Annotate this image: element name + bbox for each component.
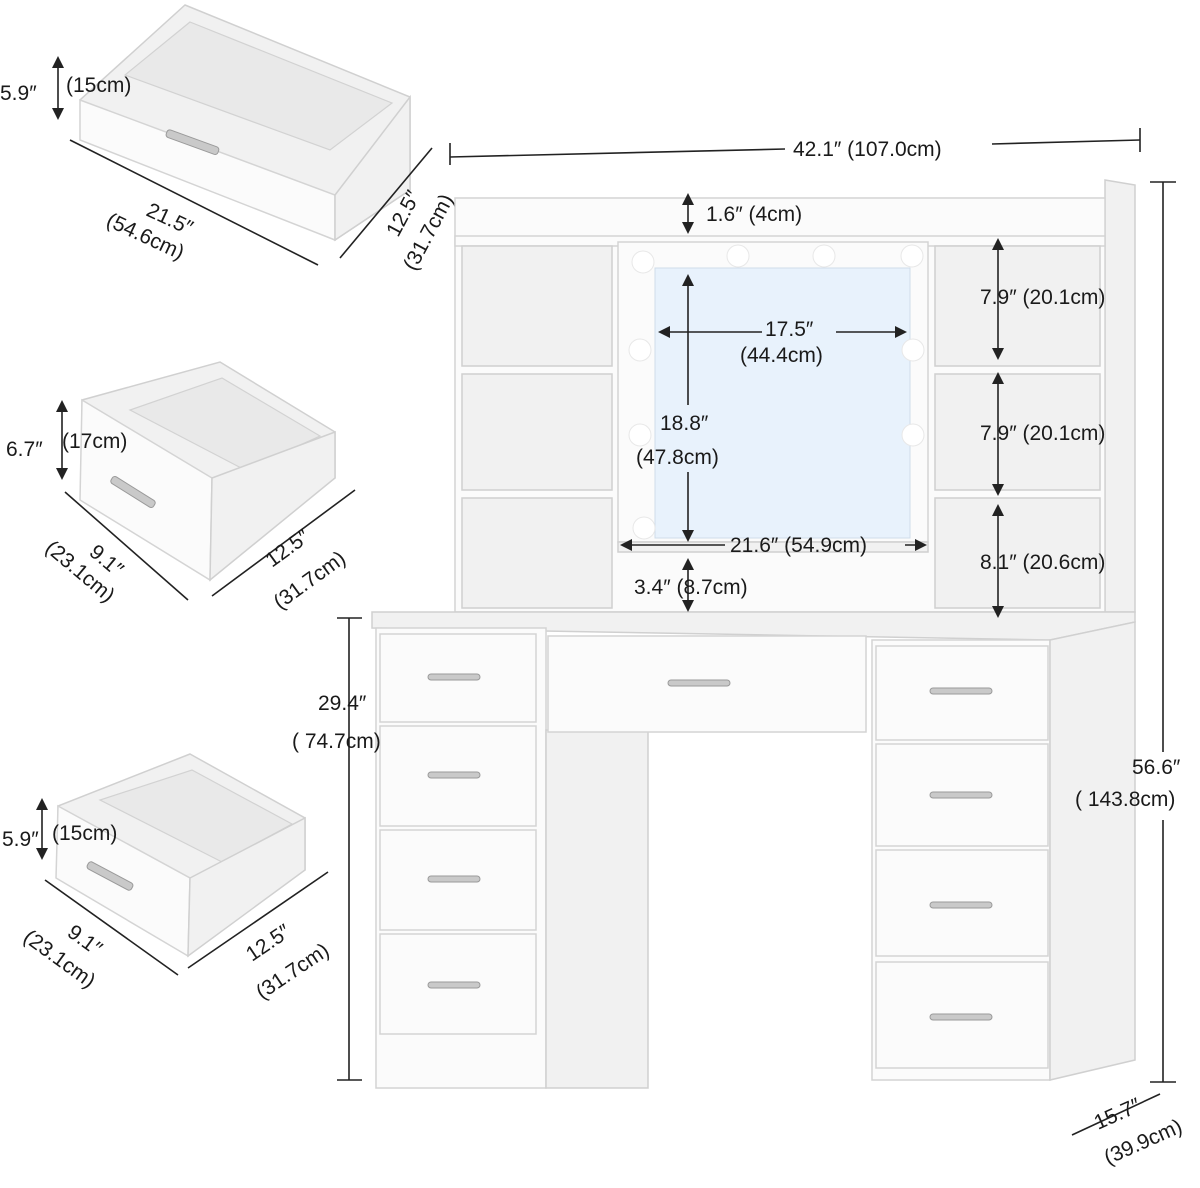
arrowhead bbox=[992, 484, 1004, 496]
arrowhead bbox=[992, 504, 1004, 516]
drawer-handle bbox=[929, 901, 993, 909]
arrowhead bbox=[52, 108, 64, 120]
arrowhead bbox=[682, 193, 694, 205]
drawer-small-side bbox=[187, 816, 306, 958]
dim-line bbox=[44, 879, 179, 976]
top-gap-label: 1.6″ (4cm) bbox=[706, 203, 802, 226]
drawer-small bbox=[55, 753, 306, 958]
arrowhead bbox=[992, 606, 1004, 618]
drawer-large bbox=[79, 4, 411, 242]
drawer-handle bbox=[929, 687, 993, 695]
mirror-bottom-gap-label: 3.4″ (8.7cm) bbox=[634, 576, 748, 599]
arrowhead bbox=[682, 274, 694, 286]
arrowhead bbox=[992, 372, 1004, 384]
drawer-small-handle bbox=[86, 861, 134, 891]
left-shelf-2 bbox=[461, 373, 613, 491]
dim-line bbox=[69, 139, 319, 266]
drawer-handle bbox=[427, 771, 481, 779]
bulb bbox=[726, 244, 750, 268]
arrowhead bbox=[682, 530, 694, 542]
overall-width-label: 42.1″ (107.0cm) bbox=[793, 138, 942, 161]
drawer-large-inside bbox=[123, 21, 394, 151]
left-shelf-3 bbox=[461, 497, 613, 609]
drawer-large-height-cm: (15cm) bbox=[66, 74, 131, 97]
arrowhead bbox=[52, 56, 64, 68]
vanity bbox=[371, 179, 1136, 1089]
arrowhead bbox=[36, 798, 48, 810]
depth-in: 15.7″ bbox=[1091, 1094, 1145, 1135]
shelf-1-label: 7.9″ (20.1cm) bbox=[980, 286, 1105, 309]
overall-height-in: 56.6″ bbox=[1132, 756, 1181, 779]
mirror-base-shelf bbox=[617, 541, 929, 553]
drawer-large-handle bbox=[165, 129, 220, 155]
bulb bbox=[628, 423, 652, 447]
dim-line bbox=[211, 489, 356, 597]
shelf-3-label: 8.1″ (20.6cm) bbox=[980, 551, 1105, 574]
bulb bbox=[631, 250, 655, 274]
drawer-small-height-cm: (15cm) bbox=[52, 822, 117, 845]
overall-height-cm: ( 143.8cm) bbox=[1075, 788, 1175, 811]
arrowhead bbox=[992, 348, 1004, 360]
mirror-inner-width-cm: (44.4cm) bbox=[740, 344, 823, 367]
right-shelf-1 bbox=[934, 245, 1101, 367]
drawer-handle bbox=[427, 673, 481, 681]
bulb bbox=[628, 338, 652, 362]
bulb bbox=[900, 244, 924, 268]
bulb bbox=[812, 244, 836, 268]
arrowhead bbox=[36, 848, 48, 860]
dim-line bbox=[1071, 1093, 1161, 1136]
drawer-handle bbox=[667, 679, 731, 687]
right-shelf-3 bbox=[934, 497, 1101, 609]
drawer-medium-side bbox=[209, 430, 336, 582]
drawer-medium bbox=[79, 361, 336, 582]
arrowhead bbox=[56, 400, 68, 412]
arrowhead bbox=[682, 222, 694, 234]
bulb bbox=[901, 338, 925, 362]
mirror-outer-width-label: 21.6″ (54.9cm) bbox=[730, 534, 867, 557]
drawer-medium-height-cm: (17cm) bbox=[62, 430, 127, 453]
arrowhead bbox=[682, 558, 694, 570]
bulb bbox=[632, 516, 656, 540]
right-pedestal-side bbox=[1049, 621, 1136, 1081]
desk-height-in: 29.4″ bbox=[318, 692, 367, 715]
hutch-side bbox=[1104, 179, 1136, 613]
drawer-small-height-in: 5.9″ bbox=[2, 828, 39, 851]
drawer-medium-handle bbox=[110, 475, 156, 509]
drawer-handle bbox=[929, 791, 993, 799]
drawer-handle bbox=[929, 1013, 993, 1021]
drawer-large-side bbox=[334, 94, 411, 242]
arrowhead bbox=[915, 539, 927, 551]
dim-line bbox=[187, 871, 329, 969]
drawer-medium-height-in: 6.7″ bbox=[6, 438, 43, 461]
arrowhead bbox=[682, 600, 694, 612]
arrowhead bbox=[992, 238, 1004, 250]
arrowhead bbox=[620, 539, 632, 551]
desk-height-cm: ( 74.7cm) bbox=[292, 730, 381, 753]
left-pedestal-side bbox=[545, 729, 649, 1089]
dim-line bbox=[64, 491, 189, 601]
dim-line bbox=[339, 147, 433, 259]
drawer-handle bbox=[427, 981, 481, 989]
dim-line bbox=[449, 148, 786, 158]
shelf-2-label: 7.9″ (20.1cm) bbox=[980, 422, 1105, 445]
bulb bbox=[901, 423, 925, 447]
drawer-large-height-in: 5.9″ bbox=[0, 82, 37, 105]
right-shelf-2 bbox=[934, 373, 1101, 491]
arrowhead bbox=[658, 326, 670, 338]
vanity-dims: 42.1″ (107.0cm) 56.6″ ( 143.8cm) 15.7″ (… bbox=[292, 128, 1186, 1170]
left-shelf-1 bbox=[461, 245, 613, 367]
drawer-handle bbox=[427, 875, 481, 883]
mirror-height-cm: (47.8cm) bbox=[636, 446, 719, 469]
mirror-inner-width-in: 17.5″ bbox=[765, 318, 814, 341]
mirror-height-in: 18.8″ bbox=[660, 412, 709, 435]
arrowhead bbox=[56, 468, 68, 480]
mirror-glass bbox=[654, 267, 911, 539]
arrowheads bbox=[36, 56, 1004, 860]
arrowhead bbox=[895, 326, 907, 338]
dim-line bbox=[991, 139, 1141, 145]
drawer-small-depth-in: 12.5″ bbox=[242, 920, 295, 966]
